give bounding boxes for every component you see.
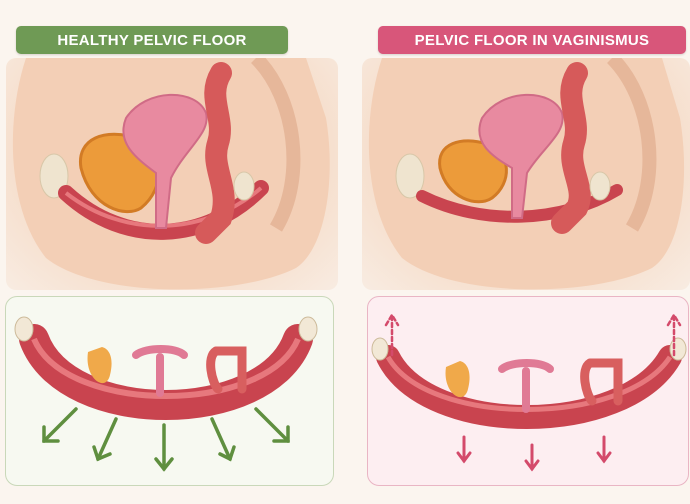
bladder-icon [446,361,470,397]
healthy-sling-diagram [5,296,334,486]
bone-icon [372,338,388,360]
coccyx-bone [234,172,254,200]
uterus-icon [502,363,550,409]
arrow-down-icon [458,437,610,469]
bone-icon [670,338,686,360]
vaginismus-sling-diagram [367,296,689,486]
arrow-up-icon [386,315,680,355]
coccyx-bone [590,172,610,200]
vaginismus-panel-title: PELVIC FLOOR IN VAGINISMUS [378,26,686,54]
healthy-anatomy-illustration [6,58,338,290]
bone-icon [299,317,317,341]
healthy-panel-title: HEALTHY PELVIC FLOOR [16,26,288,54]
vaginismus-anatomy-illustration [362,58,690,290]
uterus-icon [136,349,184,393]
bone-icon [15,317,33,341]
